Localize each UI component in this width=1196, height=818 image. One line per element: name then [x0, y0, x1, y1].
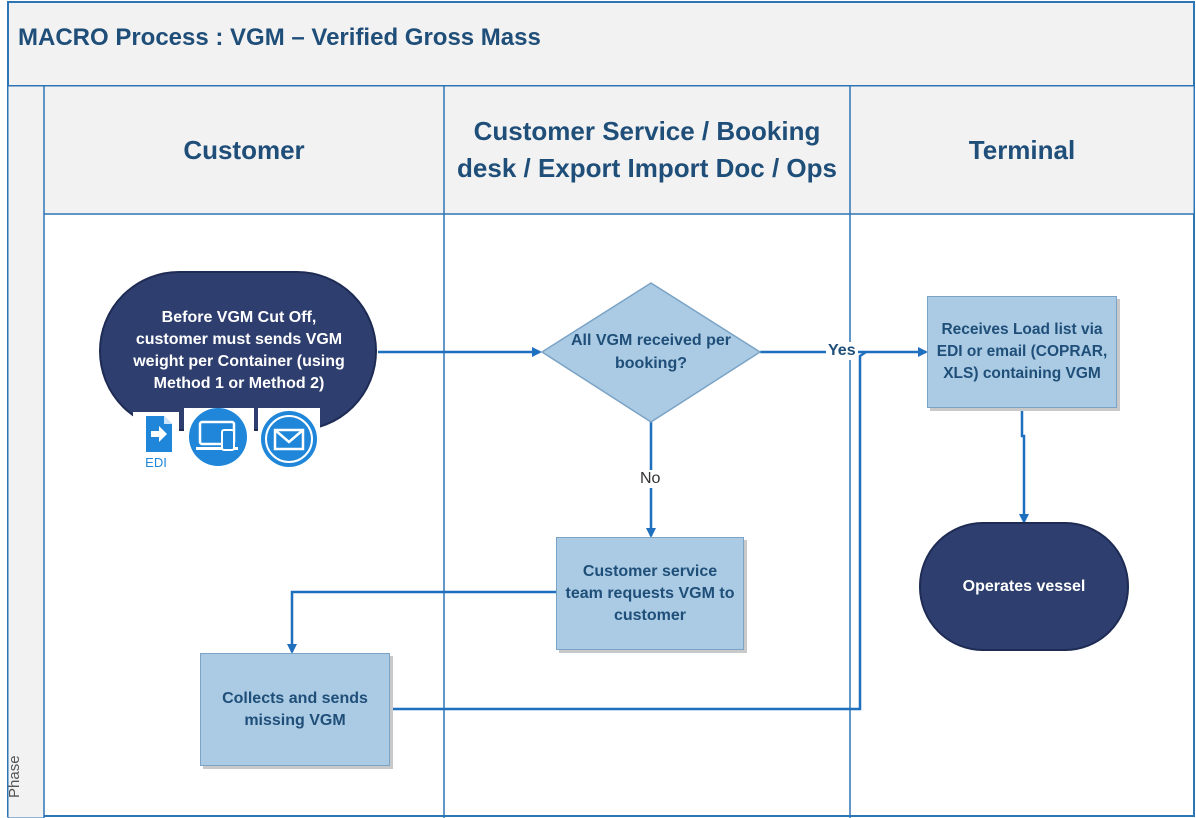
devices-icon	[184, 408, 254, 470]
collect-vgm-node: Collects and sends missing VGM	[200, 653, 390, 766]
phase-column	[7, 85, 45, 818]
receive-load-list-node: Receives Load list via EDI or email (COP…	[927, 296, 1117, 408]
email-icon	[258, 408, 320, 470]
edi-file-icon	[133, 412, 179, 470]
end-terminator-shape	[919, 522, 1129, 651]
edge-label-yes: Yes	[826, 342, 858, 360]
lane-header-customer: Customer	[183, 134, 305, 165]
connector-receive-to-operate	[1019, 408, 1029, 524]
decision-diamond	[540, 282, 762, 423]
connector-request-to-collect	[287, 590, 556, 654]
edge-label-no: No	[637, 470, 664, 488]
request-vgm-node: Customer service team requests VGM to cu…	[556, 537, 744, 650]
lane-header-terminal: Terminal	[968, 134, 1076, 165]
start-node: Before VGM Cut Off, customer must sends …	[133, 309, 345, 392]
phase-label: Phase	[6, 755, 23, 798]
connector-collect-to-receive	[390, 350, 867, 711]
edi-icon-label: EDI	[145, 455, 167, 470]
operates-vessel-node: Operates vessel	[962, 577, 1086, 595]
diagram-title: MACRO Process : VGM – Verified Gross Mas…	[18, 24, 541, 51]
decision-node: All VGM received per booking?	[570, 332, 732, 372]
diagram-title-bar: MACRO Process : VGM – Verified Gross Mas…	[0, 0, 1196, 86]
lane-header-customer-service: Customer Service / Booking desk / Export…	[457, 116, 837, 183]
